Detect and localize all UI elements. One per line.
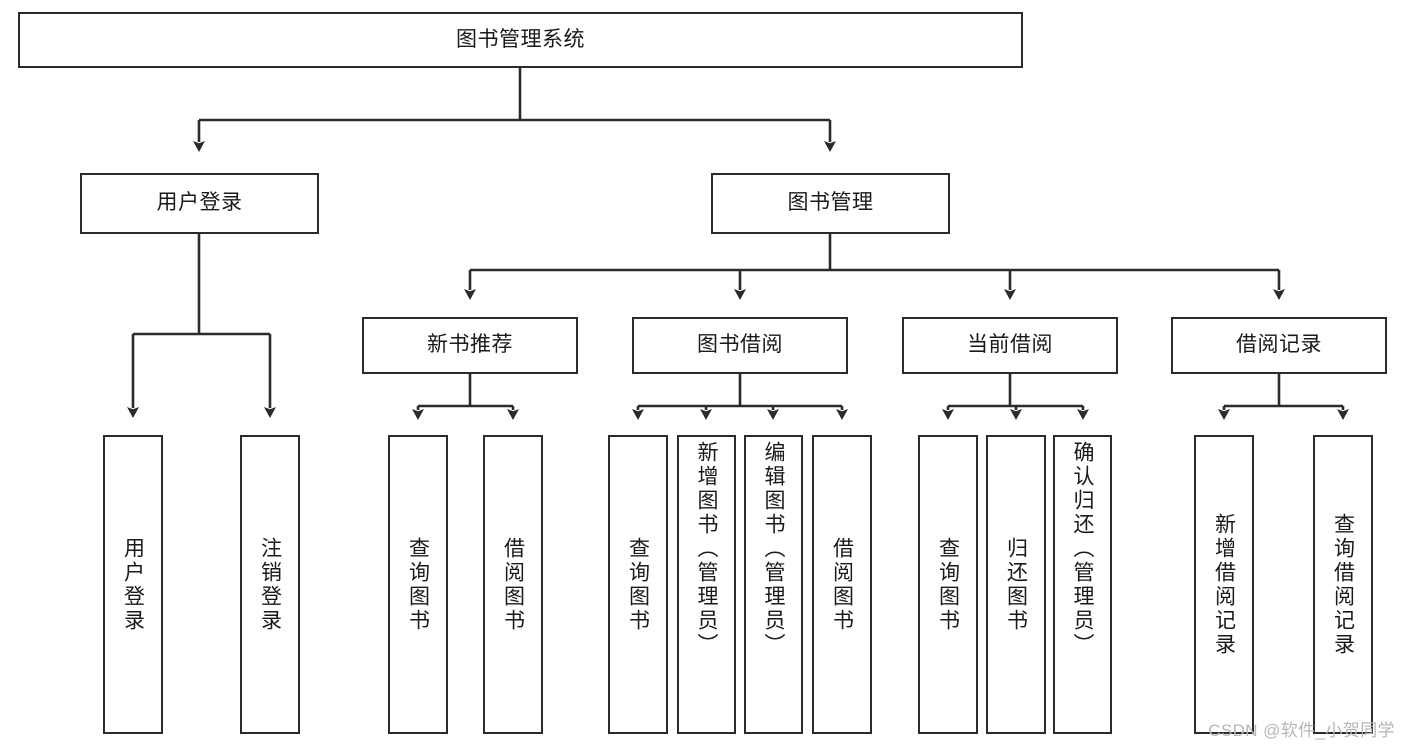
connector-group-user-login bbox=[127, 234, 276, 418]
node-leaf-edit-book-label: 编辑图书（管理员） bbox=[762, 441, 785, 657]
node-current-borrow[interactable]: 当前借阅 bbox=[902, 317, 1118, 374]
node-leaf-confirm-return[interactable]: 确认归还（管理员） bbox=[1053, 435, 1112, 734]
node-borrow-record-label: 借阅记录 bbox=[1236, 333, 1322, 357]
node-root-label: 图书管理系统 bbox=[456, 27, 585, 51]
node-leaf-query-book-3-label: 查询图书 bbox=[936, 536, 960, 633]
node-leaf-query-record-label: 查询借阅记录 bbox=[1331, 512, 1355, 657]
node-leaf-add-book-label: 新增图书（管理员） bbox=[695, 441, 718, 657]
node-leaf-add-record[interactable]: 新增借阅记录 bbox=[1194, 435, 1254, 734]
connector-group-borrow-record bbox=[1218, 374, 1349, 420]
node-root[interactable]: 图书管理系统 bbox=[18, 12, 1023, 68]
node-leaf-user-login-label: 用户登录 bbox=[121, 536, 145, 633]
node-leaf-return-book[interactable]: 归还图书 bbox=[986, 435, 1046, 734]
node-book-borrow[interactable]: 图书借阅 bbox=[632, 317, 848, 374]
connector-group-current-borrow bbox=[942, 374, 1089, 420]
node-leaf-borrow-book-2-label: 借阅图书 bbox=[830, 536, 854, 633]
watermark-text: CSDN @软件_小贺同学 bbox=[1208, 721, 1395, 740]
node-borrow-record[interactable]: 借阅记录 bbox=[1171, 317, 1387, 374]
node-leaf-query-book-1-label: 查询图书 bbox=[406, 536, 430, 633]
node-leaf-logout-label: 注销登录 bbox=[258, 536, 282, 633]
node-book-borrow-label: 图书借阅 bbox=[697, 333, 783, 357]
node-current-borrow-label: 当前借阅 bbox=[967, 333, 1053, 357]
node-leaf-query-book-1[interactable]: 查询图书 bbox=[388, 435, 448, 734]
node-new-book-recommend[interactable]: 新书推荐 bbox=[362, 317, 578, 374]
node-leaf-user-login[interactable]: 用户登录 bbox=[103, 435, 163, 734]
connector-group-book-borrow bbox=[632, 374, 848, 420]
node-leaf-logout[interactable]: 注销登录 bbox=[240, 435, 300, 734]
node-new-book-recommend-label: 新书推荐 bbox=[427, 333, 513, 357]
node-user-login[interactable]: 用户登录 bbox=[80, 173, 319, 234]
node-leaf-edit-book[interactable]: 编辑图书（管理员） bbox=[744, 435, 803, 734]
node-leaf-return-book-label: 归还图书 bbox=[1004, 536, 1028, 633]
node-leaf-query-book-2[interactable]: 查询图书 bbox=[608, 435, 668, 734]
node-book-manage-label: 图书管理 bbox=[787, 191, 874, 215]
node-leaf-add-record-label: 新增借阅记录 bbox=[1212, 512, 1236, 657]
node-user-login-label: 用户登录 bbox=[156, 191, 243, 215]
connector-group-root bbox=[193, 68, 836, 152]
node-book-manage[interactable]: 图书管理 bbox=[711, 173, 950, 234]
node-leaf-confirm-return-label: 确认归还（管理员） bbox=[1071, 441, 1094, 657]
node-leaf-query-book-2-label: 查询图书 bbox=[626, 536, 650, 633]
connector-group-new-book bbox=[412, 374, 519, 420]
node-leaf-borrow-book-1[interactable]: 借阅图书 bbox=[483, 435, 543, 734]
node-leaf-query-book-3[interactable]: 查询图书 bbox=[918, 435, 978, 734]
node-leaf-borrow-book-2[interactable]: 借阅图书 bbox=[812, 435, 872, 734]
node-leaf-add-book[interactable]: 新增图书（管理员） bbox=[677, 435, 736, 734]
node-leaf-query-record[interactable]: 查询借阅记录 bbox=[1313, 435, 1373, 734]
node-leaf-borrow-book-1-label: 借阅图书 bbox=[501, 536, 525, 633]
connector-group-book-manage bbox=[464, 234, 1285, 300]
